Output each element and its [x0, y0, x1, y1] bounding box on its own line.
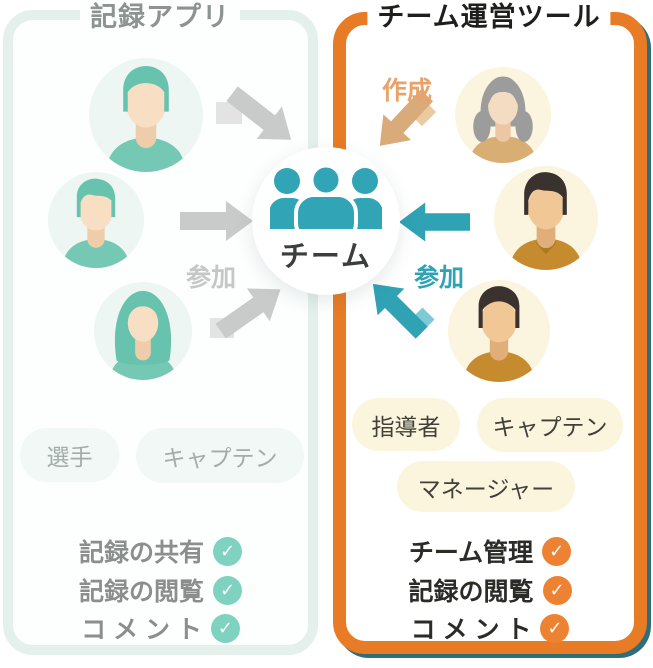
feature-label: 記録の共有 [78, 539, 204, 567]
feature-label: コ メ ン ト [410, 616, 532, 644]
teal-arrow-bottom [372, 283, 428, 339]
avatar-player-2 [48, 172, 144, 268]
gray-arrow-middle [180, 201, 253, 241]
avatar-manager-woman [455, 67, 551, 163]
feature-row: 記録の共有 ✓ [3, 534, 318, 568]
check-icon: ✓ [542, 536, 572, 566]
create-label: 作成 [382, 77, 433, 105]
check-icon: ✓ [213, 575, 242, 605]
avatar-player-3 [94, 282, 192, 380]
gray-arrow-bottom [215, 288, 281, 339]
avatar-coach-man [494, 166, 598, 270]
feature-row: コ メ ン ト ✓ [333, 611, 647, 645]
right-panel-title: チーム運営ツール [367, 0, 611, 34]
left-panel-title: 記録アプリ [80, 0, 240, 34]
feature-label: コ メ ン ト [81, 616, 202, 644]
avatar-player-1 [89, 58, 203, 172]
feature-label: チーム管理 [408, 539, 534, 567]
join-label-right: 参加 [414, 264, 465, 292]
check-icon: ✓ [210, 613, 240, 643]
team-circle: チーム [252, 147, 400, 295]
badge-player: 選手 [20, 428, 119, 482]
feature-row: 記録の閲覧 ✓ [333, 573, 647, 607]
feature-label: 記録の閲覧 [408, 578, 534, 606]
badge-captain-left: キャプテン [136, 428, 304, 483]
team-group-icon [270, 167, 382, 229]
teal-arrow-middle [398, 202, 470, 242]
feature-row: チーム管理 ✓ [333, 534, 647, 568]
feature-row: コ メ ン ト ✓ [3, 611, 318, 645]
badge-manager: マネージャー [397, 461, 575, 512]
gray-arrow-top [226, 86, 292, 140]
badge-coach: 指導者 [352, 398, 460, 451]
badge-captain-right: キャプテン [477, 398, 623, 452]
check-icon: ✓ [542, 575, 572, 605]
team-label: チーム [279, 241, 373, 273]
join-label-left: 参加 [186, 264, 237, 292]
avatar-captain-man [448, 280, 550, 382]
feature-label: 記録の閲覧 [78, 578, 204, 606]
feature-row: 記録の閲覧 ✓ [3, 573, 318, 607]
check-icon: ✓ [213, 536, 242, 566]
create-arrow [379, 89, 434, 146]
check-icon: ✓ [540, 613, 570, 643]
